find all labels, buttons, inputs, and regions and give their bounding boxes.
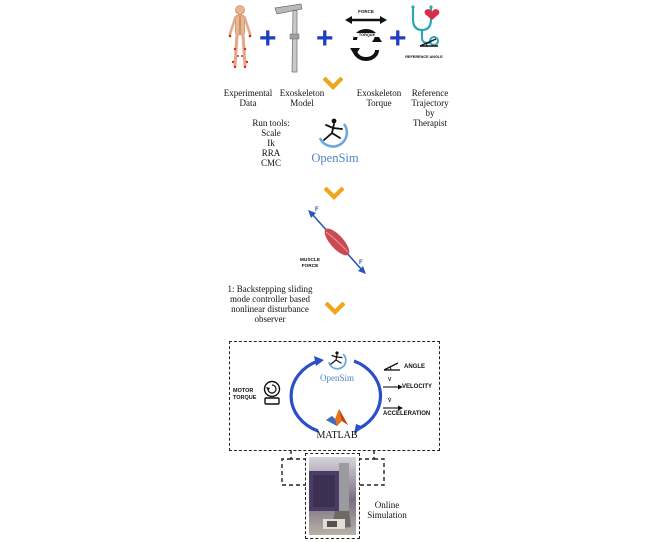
experimental-data-label: Experimental Data (223, 88, 273, 108)
matlab-logo-icon (326, 409, 348, 426)
chevron-down-icon (324, 187, 344, 200)
tool-item: Scale (261, 128, 281, 138)
force-symbol: F (315, 207, 319, 213)
tool-item: CMC (260, 158, 281, 168)
run-tools-list: Run tools: Scale Ik RRA CMC (246, 118, 296, 168)
reference-angle-icon (419, 38, 438, 47)
plus-sign: + (259, 22, 277, 55)
tool-item: RRA (261, 148, 281, 158)
velocity-label: VELOCITY (402, 384, 433, 390)
muscle-force-icon (308, 210, 366, 274)
angle-icon (383, 362, 400, 371)
online-simulation-photo-frame (305, 453, 360, 539)
opensim-logo-icon (328, 351, 347, 370)
opensim-logo-icon (318, 118, 349, 148)
loop-opensim-text: OpenSim (319, 373, 354, 383)
controller-description: 1: Backstepping sliding mode controller … (227, 284, 313, 324)
co-simulation-loop-box (229, 341, 440, 451)
torque-label: TORQUE (354, 33, 380, 37)
force-symbol: F (359, 260, 363, 266)
motor-icon (263, 380, 281, 405)
dashed-connectors (281, 450, 385, 486)
exoskeleton-model-label: Exoskeleton Model (279, 88, 325, 108)
chevron-down-icon (325, 302, 345, 315)
exoskeleton-photo (309, 457, 356, 535)
acceleration-label: ACCELERATION (383, 411, 431, 417)
exoskeleton-torque-label: Exoskeleton Torque (356, 88, 402, 108)
run-tools-heading: Run tools: (252, 118, 290, 128)
tool-item: Ik (267, 138, 275, 148)
opensim-logo-text: OpenSim (311, 151, 359, 165)
motor-torque-label: MOTOR TORQUE (233, 388, 257, 401)
muscle-force-label: MUSCLE FORCE (299, 258, 321, 269)
reference-angle-label: REFERENCE ANGLE (405, 55, 443, 59)
exoskeleton-model-icon (274, 3, 303, 73)
force-label: FORCE (358, 9, 374, 14)
force-torque-icon (345, 16, 387, 61)
loop-arrows-icon (289, 356, 383, 434)
online-simulation-label: Online Simulation (367, 500, 407, 520)
plus-sign: + (389, 22, 407, 55)
arrow-right-icon (383, 384, 403, 390)
human-body-icon (228, 5, 252, 69)
reference-trajectory-label: Reference Trajectory by Therapist (411, 88, 449, 128)
angle-label: ANGLE (404, 364, 425, 370)
chevron-down-icon (323, 77, 343, 90)
matlab-text: MATLAB (316, 430, 358, 441)
velocity-symbol: V (388, 377, 392, 383)
arrow-right-icon (383, 405, 403, 411)
plus-sign: + (316, 22, 334, 55)
acceleration-symbol: V̇ (388, 398, 392, 404)
